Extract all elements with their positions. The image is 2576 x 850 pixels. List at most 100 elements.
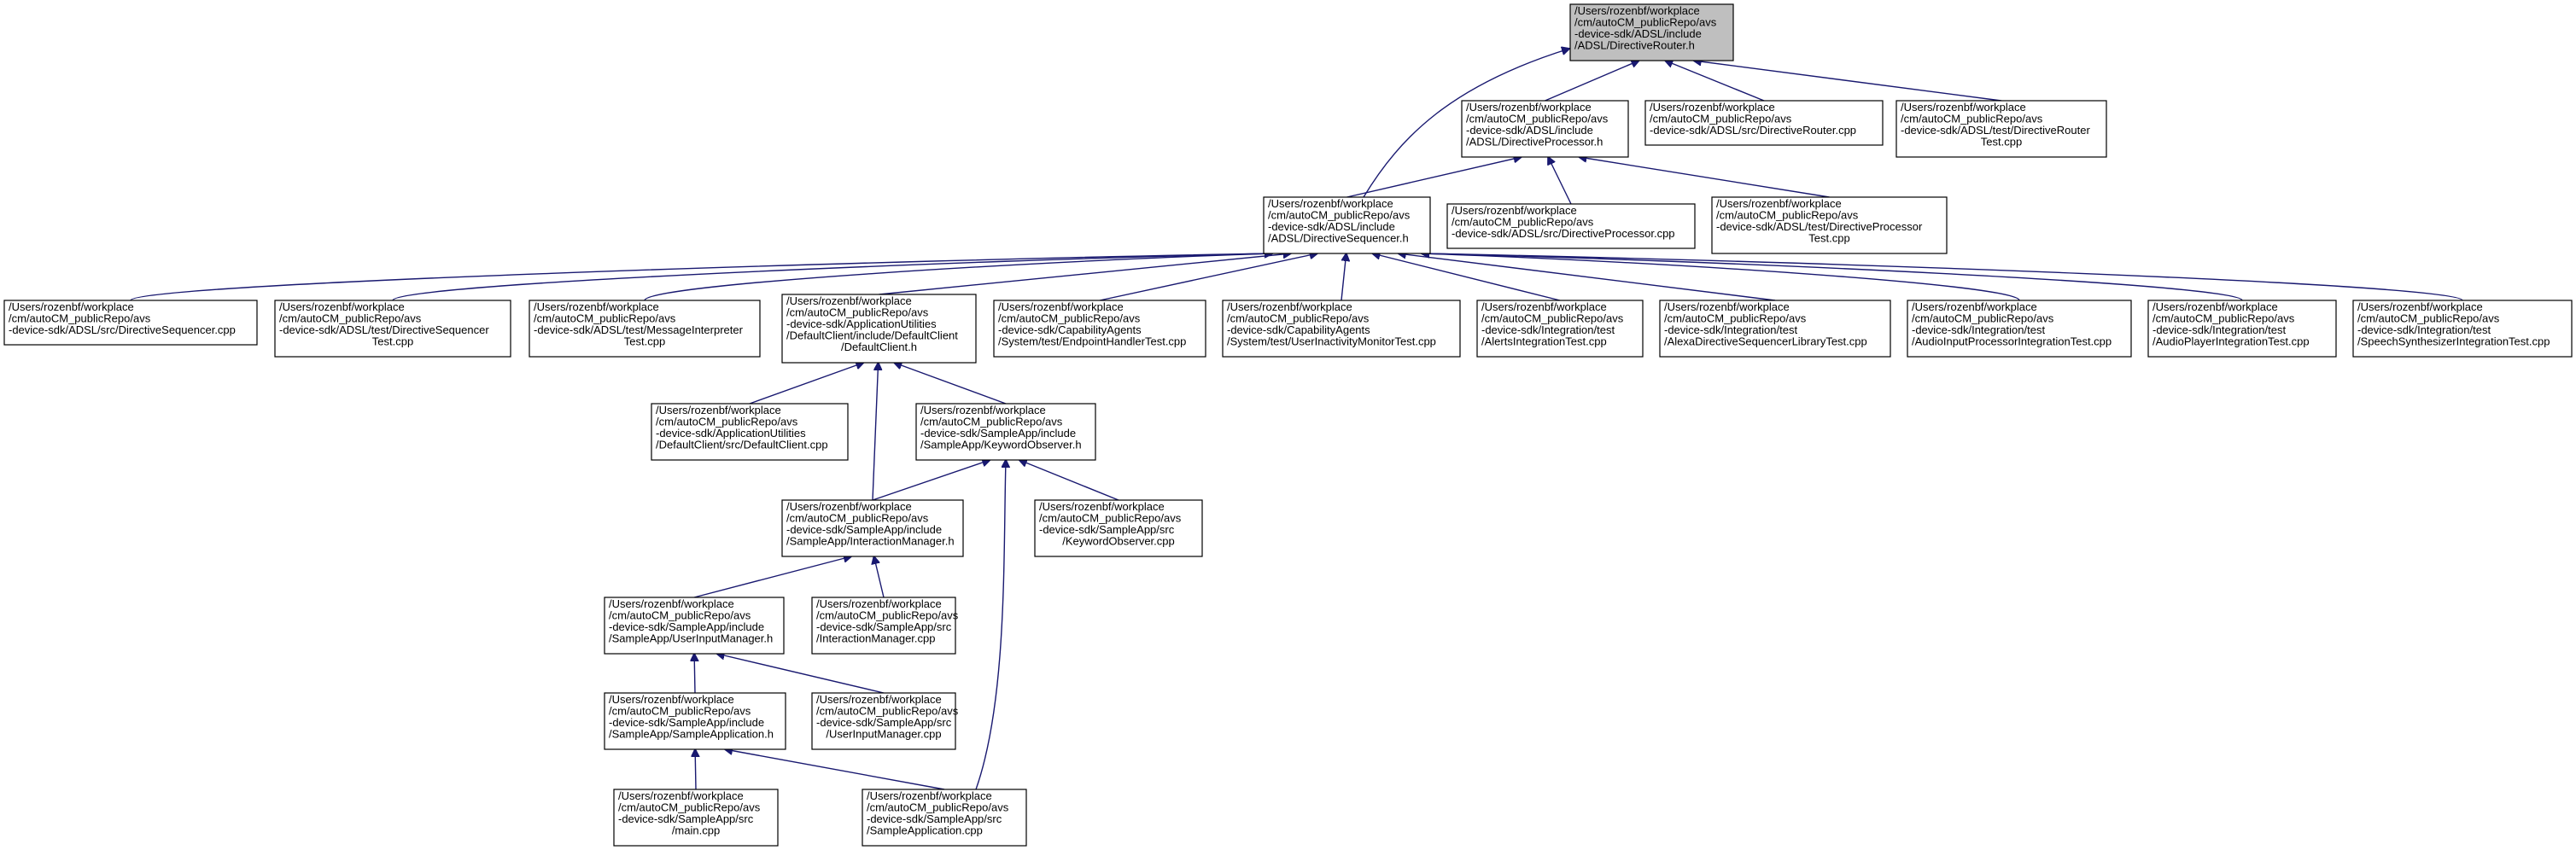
node-label-line: /Users/rozenbf/workplace bbox=[2357, 300, 2483, 313]
node-label-line: /Users/rozenbf/workplace bbox=[867, 789, 992, 802]
node-label-line: -device-sdk/ADSL/src/DirectiveRouter.cpp bbox=[1650, 124, 1856, 137]
node-box bbox=[811, 692, 956, 750]
node-label-line: /SampleApp/SampleApplication.h bbox=[609, 728, 774, 741]
node-label-line: /cm/autoCM_publicRepo/avs bbox=[2153, 312, 2295, 325]
node-sequencer-h[interactable]: /Users/rozenbf/workplace/cm/autoCM_publi… bbox=[1263, 196, 1431, 254]
node-alexaseq-test[interactable]: /Users/rozenbf/workplace/cm/autoCM_publi… bbox=[1659, 300, 1891, 358]
node-label-line: /Users/rozenbf/workplace bbox=[920, 404, 1046, 416]
node-router-h[interactable]: /Users/rozenbf/workplace/cm/autoCM_publi… bbox=[1569, 3, 1734, 61]
node-label-line: /Users/rozenbf/workplace bbox=[816, 693, 942, 706]
node-userinput-h[interactable]: /Users/rozenbf/workplace/cm/autoCM_publi… bbox=[604, 597, 785, 655]
node-label-line: -device-sdk/ADSL/src/DirectiveProcessor.… bbox=[1452, 227, 1675, 240]
edge-processor-h-to-router-h bbox=[1545, 61, 1639, 102]
node-label-line: /main.cpp bbox=[672, 824, 720, 837]
node-label-line: -device-sdk/ADSL/include bbox=[1466, 124, 1593, 137]
node-label-line: /Users/rozenbf/workplace bbox=[816, 597, 942, 610]
edge-router-test-to-router-h bbox=[1694, 61, 2002, 102]
node-label-line: /ADSL/DirectiveRouter.h bbox=[1574, 39, 1695, 52]
node-label-line: /Users/rozenbf/workplace bbox=[1664, 300, 1790, 313]
node-processor-cpp[interactable]: /Users/rozenbf/workplace/cm/autoCM_publi… bbox=[1446, 203, 1696, 249]
node-interaction-cpp[interactable]: /Users/rozenbf/workplace/cm/autoCM_publi… bbox=[811, 597, 959, 655]
node-inactivity-test[interactable]: /Users/rozenbf/workplace/cm/autoCM_publi… bbox=[1222, 300, 1461, 358]
node-label-line: -device-sdk/SampleApp/src bbox=[618, 812, 754, 825]
node-label-line: /Users/rozenbf/workplace bbox=[1039, 500, 1165, 513]
node-speech-test[interactable]: /Users/rozenbf/workplace/cm/autoCM_publi… bbox=[2352, 300, 2573, 358]
node-box bbox=[915, 403, 1096, 461]
node-label-line: /SpeechSynthesizerIntegrationTest.cpp bbox=[2357, 335, 2550, 348]
node-label-line: /Users/rozenbf/workplace bbox=[998, 300, 1124, 313]
node-label-line: /AudioInputProcessorIntegrationTest.cpp bbox=[1912, 335, 2112, 348]
node-userinput-cpp[interactable]: /Users/rozenbf/workplace/cm/autoCM_publi… bbox=[811, 692, 959, 750]
node-label-line: /DefaultClient/src/DefaultClient.cpp bbox=[656, 439, 828, 451]
node-box bbox=[1907, 300, 2132, 358]
edge-inactivity-test-to-sequencer-h bbox=[1341, 253, 1346, 301]
node-label-line: /Users/rozenbf/workplace bbox=[1901, 101, 2026, 114]
node-box bbox=[1711, 196, 1948, 254]
node-label-line: /Users/rozenbf/workplace bbox=[1452, 204, 1577, 217]
node-router-test[interactable]: /Users/rozenbf/workplace/cm/autoCM_publi… bbox=[1895, 100, 2107, 158]
node-label-line: /cm/autoCM_publicRepo/avs bbox=[9, 312, 151, 325]
edge-endpoint-test-to-sequencer-h bbox=[1099, 253, 1317, 301]
node-processor-test[interactable]: /Users/rozenbf/workplace/cm/autoCM_publi… bbox=[1711, 196, 1948, 254]
edge-interaction-h-to-keyword-h bbox=[872, 460, 990, 501]
node-defaultclient-h[interactable]: /Users/rozenbf/workplace/cm/autoCM_publi… bbox=[781, 294, 977, 364]
edge-sampleapp-cpp-to-sampleapp-h bbox=[725, 749, 945, 790]
edge-audioinput-test-to-sequencer-h bbox=[1422, 253, 2020, 301]
node-label-line: /cm/autoCM_publicRepo/avs bbox=[1481, 312, 1624, 325]
node-interaction-h[interactable]: /Users/rozenbf/workplace/cm/autoCM_publi… bbox=[781, 499, 964, 557]
node-label-line: /cm/autoCM_publicRepo/avs bbox=[1268, 209, 1411, 222]
node-label-line: /cm/autoCM_publicRepo/avs bbox=[998, 312, 1141, 325]
node-label-line: -device-sdk/ADSL/test/DirectiveRouter bbox=[1901, 124, 2090, 137]
edge-processor-test-to-processor-h bbox=[1579, 157, 1830, 198]
node-label-line: /SampleApp/UserInputManager.h bbox=[609, 632, 773, 645]
node-label-line: /DefaultClient/include/DefaultClient bbox=[786, 329, 958, 342]
node-label-line: /cm/autoCM_publicRepo/avs bbox=[1039, 512, 1182, 525]
edge-userinput-h-to-interaction-h bbox=[693, 556, 851, 598]
node-label-line: -device-sdk/Integration/test bbox=[2357, 323, 2491, 336]
edge-main-cpp-to-sampleapp-h bbox=[695, 749, 696, 790]
edge-defaultclient-cpp-to-defaultclient-h bbox=[749, 363, 863, 405]
node-label-line: /cm/autoCM_publicRepo/avs bbox=[2357, 312, 2500, 325]
edge-speech-test-to-sequencer-h bbox=[1422, 253, 2463, 301]
node-alerts-test[interactable]: /Users/rozenbf/workplace/cm/autoCM_publi… bbox=[1476, 300, 1644, 358]
node-label-line: /Users/rozenbf/workplace bbox=[609, 693, 734, 706]
node-msginterp-test[interactable]: /Users/rozenbf/workplace/cm/autoCM_publi… bbox=[529, 300, 761, 358]
node-label-line: /Users/rozenbf/workplace bbox=[609, 597, 734, 610]
node-router-cpp[interactable]: /Users/rozenbf/workplace/cm/autoCM_publi… bbox=[1644, 100, 1884, 146]
node-label-line: /DefaultClient.h bbox=[841, 341, 917, 353]
node-label-line: /cm/autoCM_publicRepo/avs bbox=[279, 312, 422, 325]
node-label-line: -device-sdk/SampleApp/include bbox=[609, 716, 764, 729]
node-label-line: -device-sdk/Integration/test bbox=[1664, 323, 1797, 336]
node-label-line: /Users/rozenbf/workplace bbox=[786, 500, 912, 513]
node-keyword-cpp[interactable]: /Users/rozenbf/workplace/cm/autoCM_publi… bbox=[1034, 499, 1203, 557]
node-label-line: /Users/rozenbf/workplace bbox=[1466, 101, 1592, 114]
node-sampleapp-cpp[interactable]: /Users/rozenbf/workplace/cm/autoCM_publi… bbox=[862, 789, 1027, 847]
nodes-layer: /Users/rozenbf/workplace/cm/autoCM_publi… bbox=[3, 3, 2573, 847]
node-box bbox=[781, 294, 977, 364]
node-endpoint-test[interactable]: /Users/rozenbf/workplace/cm/autoCM_publi… bbox=[993, 300, 1206, 358]
node-main-cpp[interactable]: /Users/rozenbf/workplace/cm/autoCM_publi… bbox=[613, 789, 779, 847]
node-box bbox=[1569, 3, 1734, 61]
node-sequencer-test[interactable]: /Users/rozenbf/workplace/cm/autoCM_publi… bbox=[274, 300, 511, 358]
node-label-line: -device-sdk/SampleApp/src bbox=[1039, 523, 1175, 536]
node-sequencer-cpp[interactable]: /Users/rozenbf/workplace/cm/autoCM_publi… bbox=[3, 300, 258, 346]
node-label-line: -device-sdk/SampleApp/src bbox=[816, 716, 952, 729]
node-label-line: /cm/autoCM_publicRepo/avs bbox=[1901, 113, 2043, 125]
node-box bbox=[1461, 100, 1629, 158]
node-label-line: -device-sdk/ADSL/test/MessageInterpreter bbox=[534, 323, 744, 336]
node-label-line: /cm/autoCM_publicRepo/avs bbox=[920, 416, 1063, 428]
node-label-line: -device-sdk/Integration/test bbox=[1481, 323, 1615, 336]
node-keyword-h[interactable]: /Users/rozenbf/workplace/cm/autoCM_publi… bbox=[915, 403, 1096, 461]
node-defaultclient-cpp[interactable]: /Users/rozenbf/workplace/cm/autoCM_publi… bbox=[651, 403, 849, 461]
node-label-line: /Users/rozenbf/workplace bbox=[279, 300, 405, 313]
node-processor-h[interactable]: /Users/rozenbf/workplace/cm/autoCM_publi… bbox=[1461, 100, 1629, 158]
node-label-line: /System/test/UserInactivityMonitorTest.c… bbox=[1227, 335, 1436, 348]
node-label-line: /cm/autoCM_publicRepo/avs bbox=[534, 312, 676, 325]
node-audioplayer-test[interactable]: /Users/rozenbf/workplace/cm/autoCM_publi… bbox=[2147, 300, 2337, 358]
node-audioinput-test[interactable]: /Users/rozenbf/workplace/cm/autoCM_publi… bbox=[1907, 300, 2132, 358]
node-label-line: /KeywordObserver.cpp bbox=[1062, 535, 1175, 548]
edge-processor-cpp-to-processor-h bbox=[1548, 157, 1572, 205]
node-box bbox=[604, 597, 785, 655]
node-sampleapp-h[interactable]: /Users/rozenbf/workplace/cm/autoCM_publi… bbox=[604, 692, 786, 750]
node-label-line: -device-sdk/ApplicationUtilities bbox=[656, 427, 806, 440]
